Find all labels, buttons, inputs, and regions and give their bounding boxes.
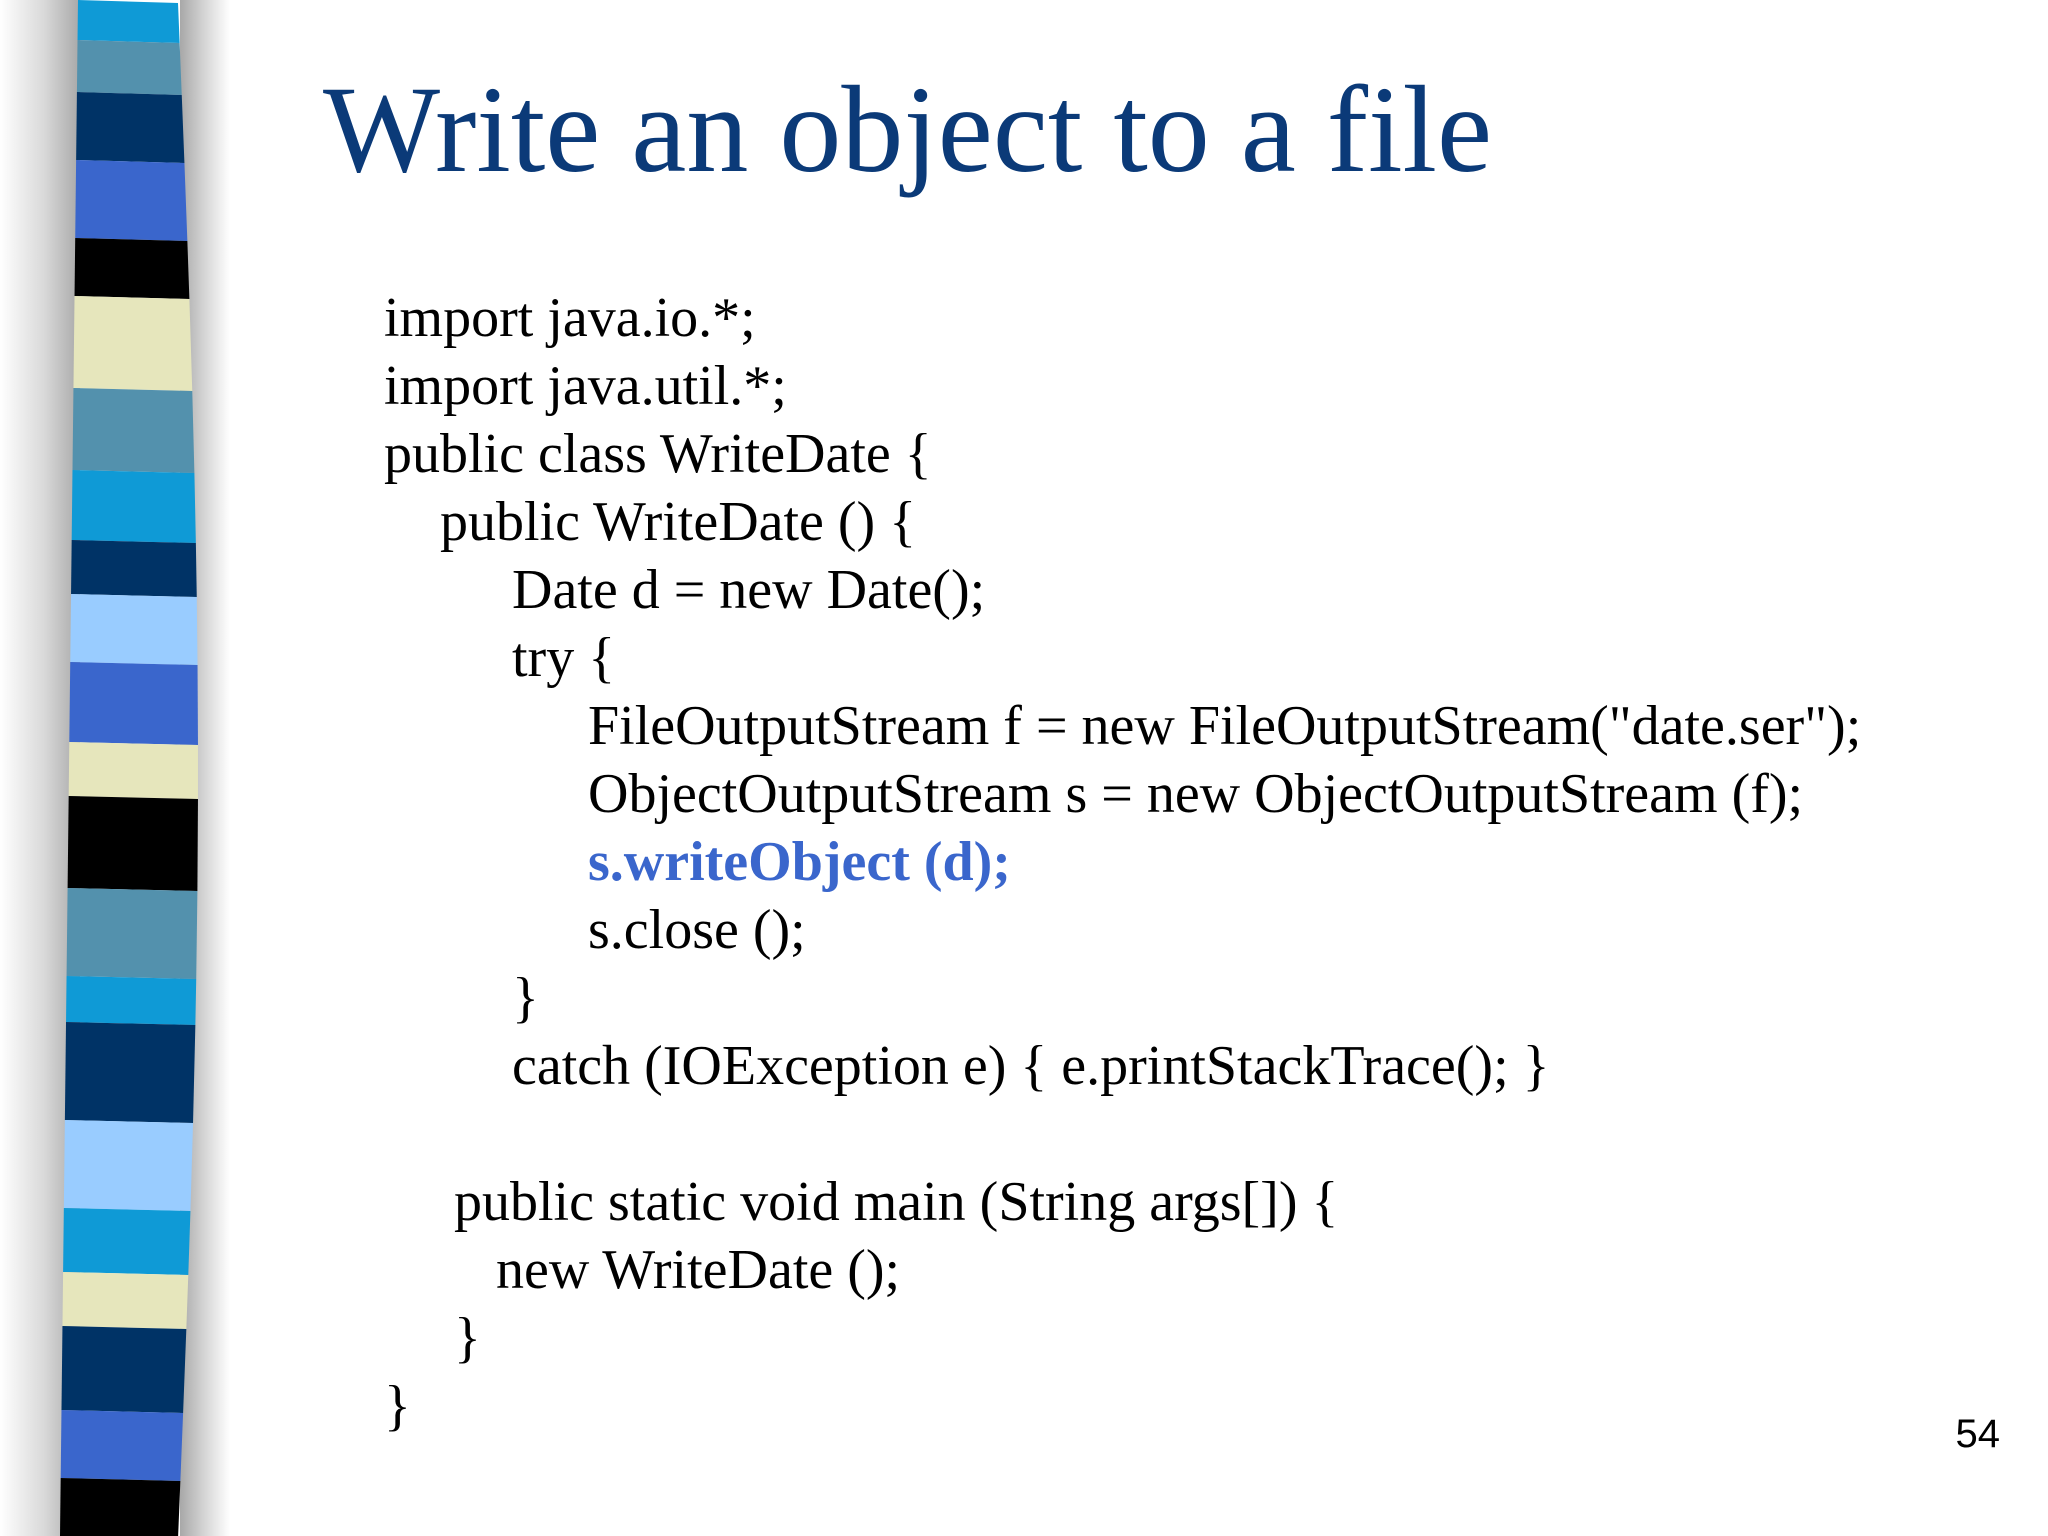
stripe-segment [77,0,180,43]
stripe-segment [66,888,198,979]
page-number: 54 [1955,1412,2001,1456]
code-line: s.close (); [588,899,806,961]
code-line: catch (IOException e) { e.printStackTrac… [512,1035,1550,1097]
stripe-segment [72,388,195,473]
stripe-segment [73,296,193,391]
stripe-segment [74,238,190,299]
stripe-segment [66,976,197,1025]
code-line: } [384,1375,411,1437]
code-line: public WriteDate () { [440,491,917,553]
stripe-segment [75,160,188,241]
code-line: import java.io.*; [384,287,756,349]
slide-title: Write an object to a file [323,61,1493,198]
stripe-segment [63,1208,191,1275]
stripe-segment [70,594,198,665]
stripe-segment [76,40,182,95]
code-line-highlighted: s.writeObject (d); [588,831,1011,893]
code-line: new WriteDate (); [496,1239,901,1301]
stripe-segment [69,662,198,745]
stripe-segment [60,1410,184,1481]
code-line: Date d = new Date(); [512,559,986,621]
stripe-segment [68,742,198,799]
stripe-segment [60,1478,181,1536]
stripe-segment [76,92,185,163]
code-line: ObjectOutputStream s = new ObjectOutputS… [588,763,1804,825]
code-line: public static void main (String args[]) … [454,1171,1339,1233]
stripe-segment [67,796,198,891]
code-line: } [512,967,539,1029]
stripe-segment [64,1022,196,1123]
stripe-segment [71,470,196,543]
decorative-stripe-bar [0,0,230,1536]
code-line: try { [512,627,616,689]
stripe-segment [61,1326,187,1413]
code-line: } [454,1307,481,1369]
code-line: FileOutputStream f = new FileOutputStrea… [588,695,1862,757]
stripe-segment [62,1272,189,1329]
code-line: public class WriteDate { [384,423,932,485]
code-line: import java.util.*; [384,355,787,417]
stripe-segment [63,1120,194,1211]
stripe-segment [71,540,197,597]
